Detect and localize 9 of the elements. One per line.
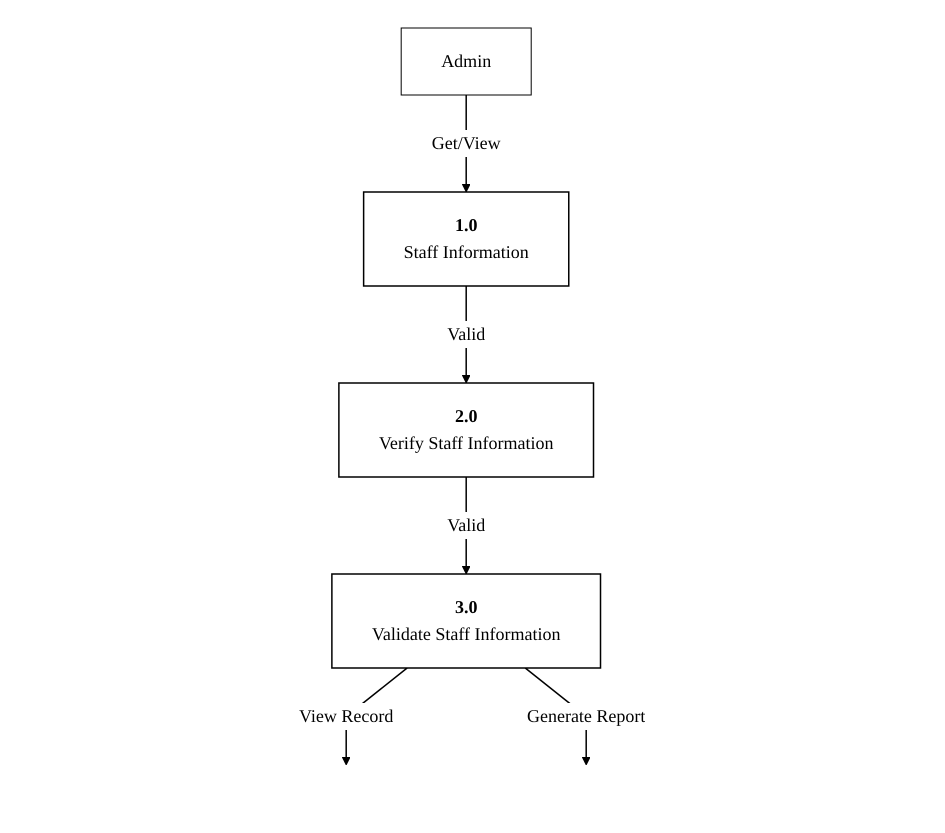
edge-label: Get/View xyxy=(432,133,501,153)
node-box: 2.0 Verify Staff Information xyxy=(338,382,595,478)
node-box: 1.0 Staff Information xyxy=(363,191,570,287)
edge-label: View Record xyxy=(299,706,394,726)
edge-label: Valid xyxy=(447,324,486,344)
edge-label: Generate Report xyxy=(527,706,646,726)
node-box: 3.0 Validate Staff Information xyxy=(331,573,602,669)
node-box: Admin xyxy=(400,28,532,96)
edge-label: Valid xyxy=(447,515,486,535)
